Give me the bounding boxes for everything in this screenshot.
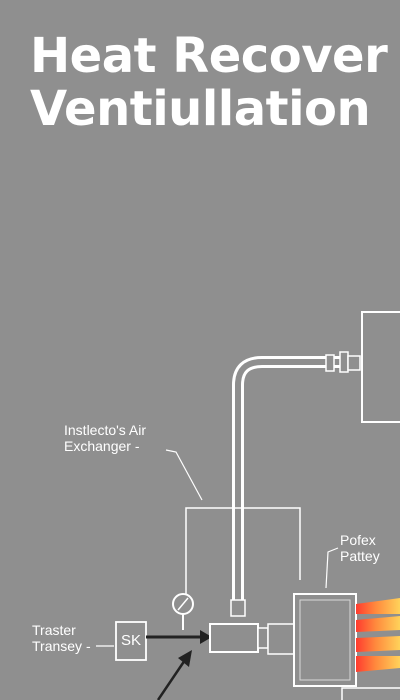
exhaust-arrow xyxy=(156,650,192,700)
pofex-leader xyxy=(325,547,339,589)
pressure-gauge-icon xyxy=(172,593,194,630)
control-wire xyxy=(185,507,301,594)
air-exchanger-label-line-2: Exchanger - xyxy=(64,438,140,454)
air-exchanger-leader xyxy=(165,449,203,501)
upper-unit-box xyxy=(361,311,400,423)
pofex-label: Pofex Pattey xyxy=(340,532,380,564)
pofex-label-line-1: Pofex xyxy=(340,532,376,548)
inflow-arrow xyxy=(146,630,212,644)
sk-box xyxy=(115,621,147,661)
air-exchanger-label-line-1: Instlecto's Air xyxy=(64,422,147,438)
pofex-label-line-2: Pattey xyxy=(340,548,380,564)
supply-duct xyxy=(230,351,361,617)
traster-label-line-1: Traster xyxy=(32,622,76,638)
air-exchanger-label: Instlecto's Air Exchanger - xyxy=(64,422,146,454)
title-line-1: Heat Recover xyxy=(30,28,388,84)
traster-label: Traster Transey - xyxy=(32,622,91,654)
traster-label-line-2: Transey - xyxy=(32,638,91,654)
heating-unit xyxy=(293,593,400,700)
sk-box-label: SK xyxy=(120,632,141,649)
heat-fins-icon xyxy=(356,598,400,672)
diagram-title: Heat Recover Ventiullation xyxy=(30,30,400,136)
title-line-2: Ventiullation xyxy=(30,81,371,137)
tee-fitting xyxy=(209,623,295,655)
